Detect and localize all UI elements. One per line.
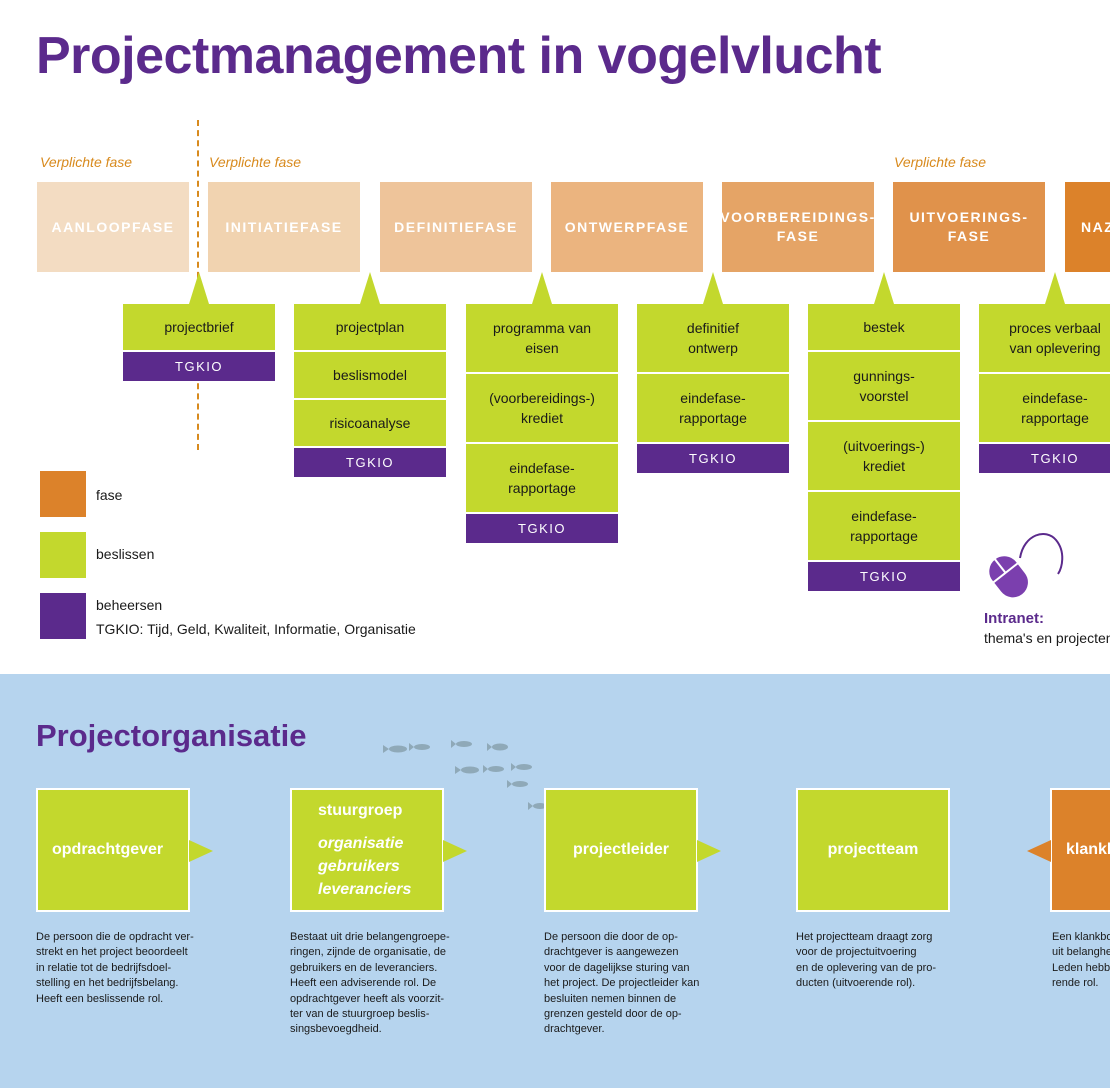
org-box-projectleider: projectleider [544,788,721,912]
legend-swatch-fase [40,471,86,517]
decision-item: eindefase- rapportage [637,374,789,444]
decision-item: programma van eisen [466,304,618,374]
legend-label-tgkio: TGKIO: Tijd, Geld, Kwaliteit, Informatie… [96,621,416,637]
org-box-stuurgroep: stuurgroep organisatie gebruikers levera… [290,788,467,912]
decision-column-initiatie: projectplan beslismodel risicoanalyse TG… [294,272,446,477]
decision-pointer [360,272,380,304]
decision-item: risicoanalyse [294,400,446,448]
org-desc-opdrachtgever: De persoon die de opdracht ver- strekt e… [36,931,194,1005]
decision-item: proces verbaal van oplevering [979,304,1110,374]
org-desc-stuurgroep: Bestaat uit drie belangengroepe- ringen,… [290,931,450,1036]
tgkio-bar: TGKIO [294,448,446,477]
legend-label-beheersen: beheersen [96,597,163,613]
phase-initiatiefase: INITIATIEFASE [208,182,360,272]
intranet-title[interactable]: Intranet: [984,610,1044,627]
decision-item: eindefase- rapportage [979,374,1110,444]
org-name-projectteam: projectteam [827,841,919,858]
intranet-subtitle[interactable]: thema's en projecten [984,630,1110,646]
org-box-projectteam: projectteam [796,788,950,912]
arrow-right [443,840,467,862]
phase-ontwerpfase: ONTWERPFASE [551,182,703,272]
org-name-stuurgroep: stuurgroep [318,802,403,819]
decision-item: eindefase- rapportage [466,444,618,514]
decision-item: gunnings- voorstel [808,352,960,422]
decision-item: (voorbereidings-) krediet [466,374,618,444]
phase-definitiefase: DEFINITIEFASE [380,182,532,272]
decision-column-definitie: programma van eisen (voorbereidings-) kr… [466,272,618,543]
org-desc-projectteam: Het projectteam draagt zorg voor de proj… [796,931,937,990]
fish-school-icon [383,740,547,810]
phase-nazorgfase: NAZORGFASE [1065,182,1110,272]
phase-voorbereidingsfase: VOORBEREIDINGS- FASE [722,182,874,272]
decision-column-aanloop: projectbrief TGKIO [123,272,275,381]
org-box-opdrachtgever: opdrachtgever [36,788,213,912]
phase-uitvoeringsfase: UITVOERINGS- FASE [893,182,1045,272]
verplicht-label: Verplichte fase [894,154,987,170]
legend-label-beslissen: beslissen [96,546,155,562]
tgkio-bar: TGKIO [808,562,960,591]
phase-aanloopfase: AANLOOPFASE [37,182,189,272]
verplicht-label: Verplichte fase [209,154,302,170]
mouse-icon[interactable] [984,528,1074,608]
decision-item: projectbrief [123,304,275,352]
tgkio-bar: TGKIO [123,352,275,381]
org-desc-projectleider: De persoon die door de op- drachtgever i… [544,931,700,1036]
stuurgroep-members: organisatie gebruikers leveranciers [318,832,411,901]
decision-pointer [532,272,552,304]
decision-item: bestek [808,304,960,352]
decision-item: beslismodel [294,352,446,400]
decision-column-uitvoering: proces verbaal van oplevering eindefase-… [979,272,1110,473]
section-title: Projectorganisatie [36,718,307,753]
arrow-left [1027,840,1051,862]
decision-pointer [874,272,894,304]
decision-item: projectplan [294,304,446,352]
org-name-klankbordgroep: klankbordgroep [1066,841,1110,858]
tgkio-bar: TGKIO [637,444,789,473]
org-name-opdrachtgever: opdrachtgever [52,841,164,858]
org-box-klankbordgroep: klankbordgroep [1027,788,1110,912]
arrow-right [697,840,721,862]
verplicht-label: Verplichte fase [40,154,133,170]
decision-item: (uitvoerings-) krediet [808,422,960,492]
decision-column-voorbereiding: bestek gunnings- voorstel (uitvoerings-)… [808,272,960,591]
legend-label-fase: fase [96,487,123,503]
decision-pointer [189,272,209,304]
arrow-right [189,840,213,862]
legend-swatch-beheersen [40,593,86,639]
legend-swatch-beslissen [40,532,86,578]
decision-column-ontwerp: definitief ontwerp eindefase- rapportage… [637,272,789,473]
decision-item: definitief ontwerp [637,304,789,374]
stuurgroep-member: organisatie [318,835,404,852]
tgkio-bar: TGKIO [979,444,1110,473]
stuurgroep-member: gebruikers [318,858,400,875]
decision-pointer [703,272,723,304]
org-desc-klankbordgroep: Een klankbordgroep bestaat uit belangheb… [1052,931,1110,990]
decision-item: eindefase- rapportage [808,492,960,562]
org-name-projectleider: projectleider [572,841,670,858]
stuurgroep-member: leveranciers [318,881,412,898]
decision-pointer [1045,272,1065,304]
tgkio-bar: TGKIO [466,514,618,543]
page-title: Projectmanagement in vogelvlucht [36,27,882,85]
